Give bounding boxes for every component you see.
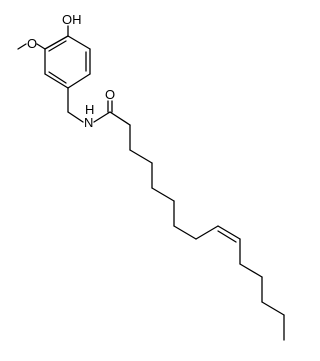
- chain-bond: [151, 187, 175, 202]
- benzene-ring: [44, 35, 91, 89]
- carbonyl-oxygen-label: O: [105, 87, 115, 102]
- chain-bond: [129, 149, 153, 164]
- ring-inner-double-bond: [48, 71, 67, 84]
- methyl-bond: [17, 43, 27, 50]
- chain-bond: [195, 225, 219, 240]
- chain-bond: [173, 225, 197, 240]
- amide-nitrogen-label: N: [84, 115, 93, 130]
- amide-hydrogen-label: H: [85, 102, 94, 117]
- cis-double-bond-inner: [217, 230, 237, 243]
- fatty-acid-chain: [109, 111, 285, 341]
- ring-inner-double-bond: [48, 40, 67, 52]
- methoxy-oxygen-label: O: [27, 36, 37, 51]
- structure-drawing: OH O O H N: [17, 12, 285, 341]
- chain-bond: [239, 263, 263, 278]
- chain-bond: [109, 111, 131, 126]
- ring-bond: [67, 73, 91, 89]
- methoxy-ring-bond: [36, 43, 46, 50]
- chain-bond: [261, 301, 285, 316]
- ring-bond: [44, 35, 69, 50]
- hydroxyl-label: OH: [62, 12, 82, 27]
- n-carbonyl-bond: [93, 111, 111, 123]
- cis-double-bond: [217, 225, 241, 240]
- ring-bond: [44, 73, 69, 89]
- ring-bond: [67, 35, 91, 50]
- ch2-n-bond: [67, 111, 84, 123]
